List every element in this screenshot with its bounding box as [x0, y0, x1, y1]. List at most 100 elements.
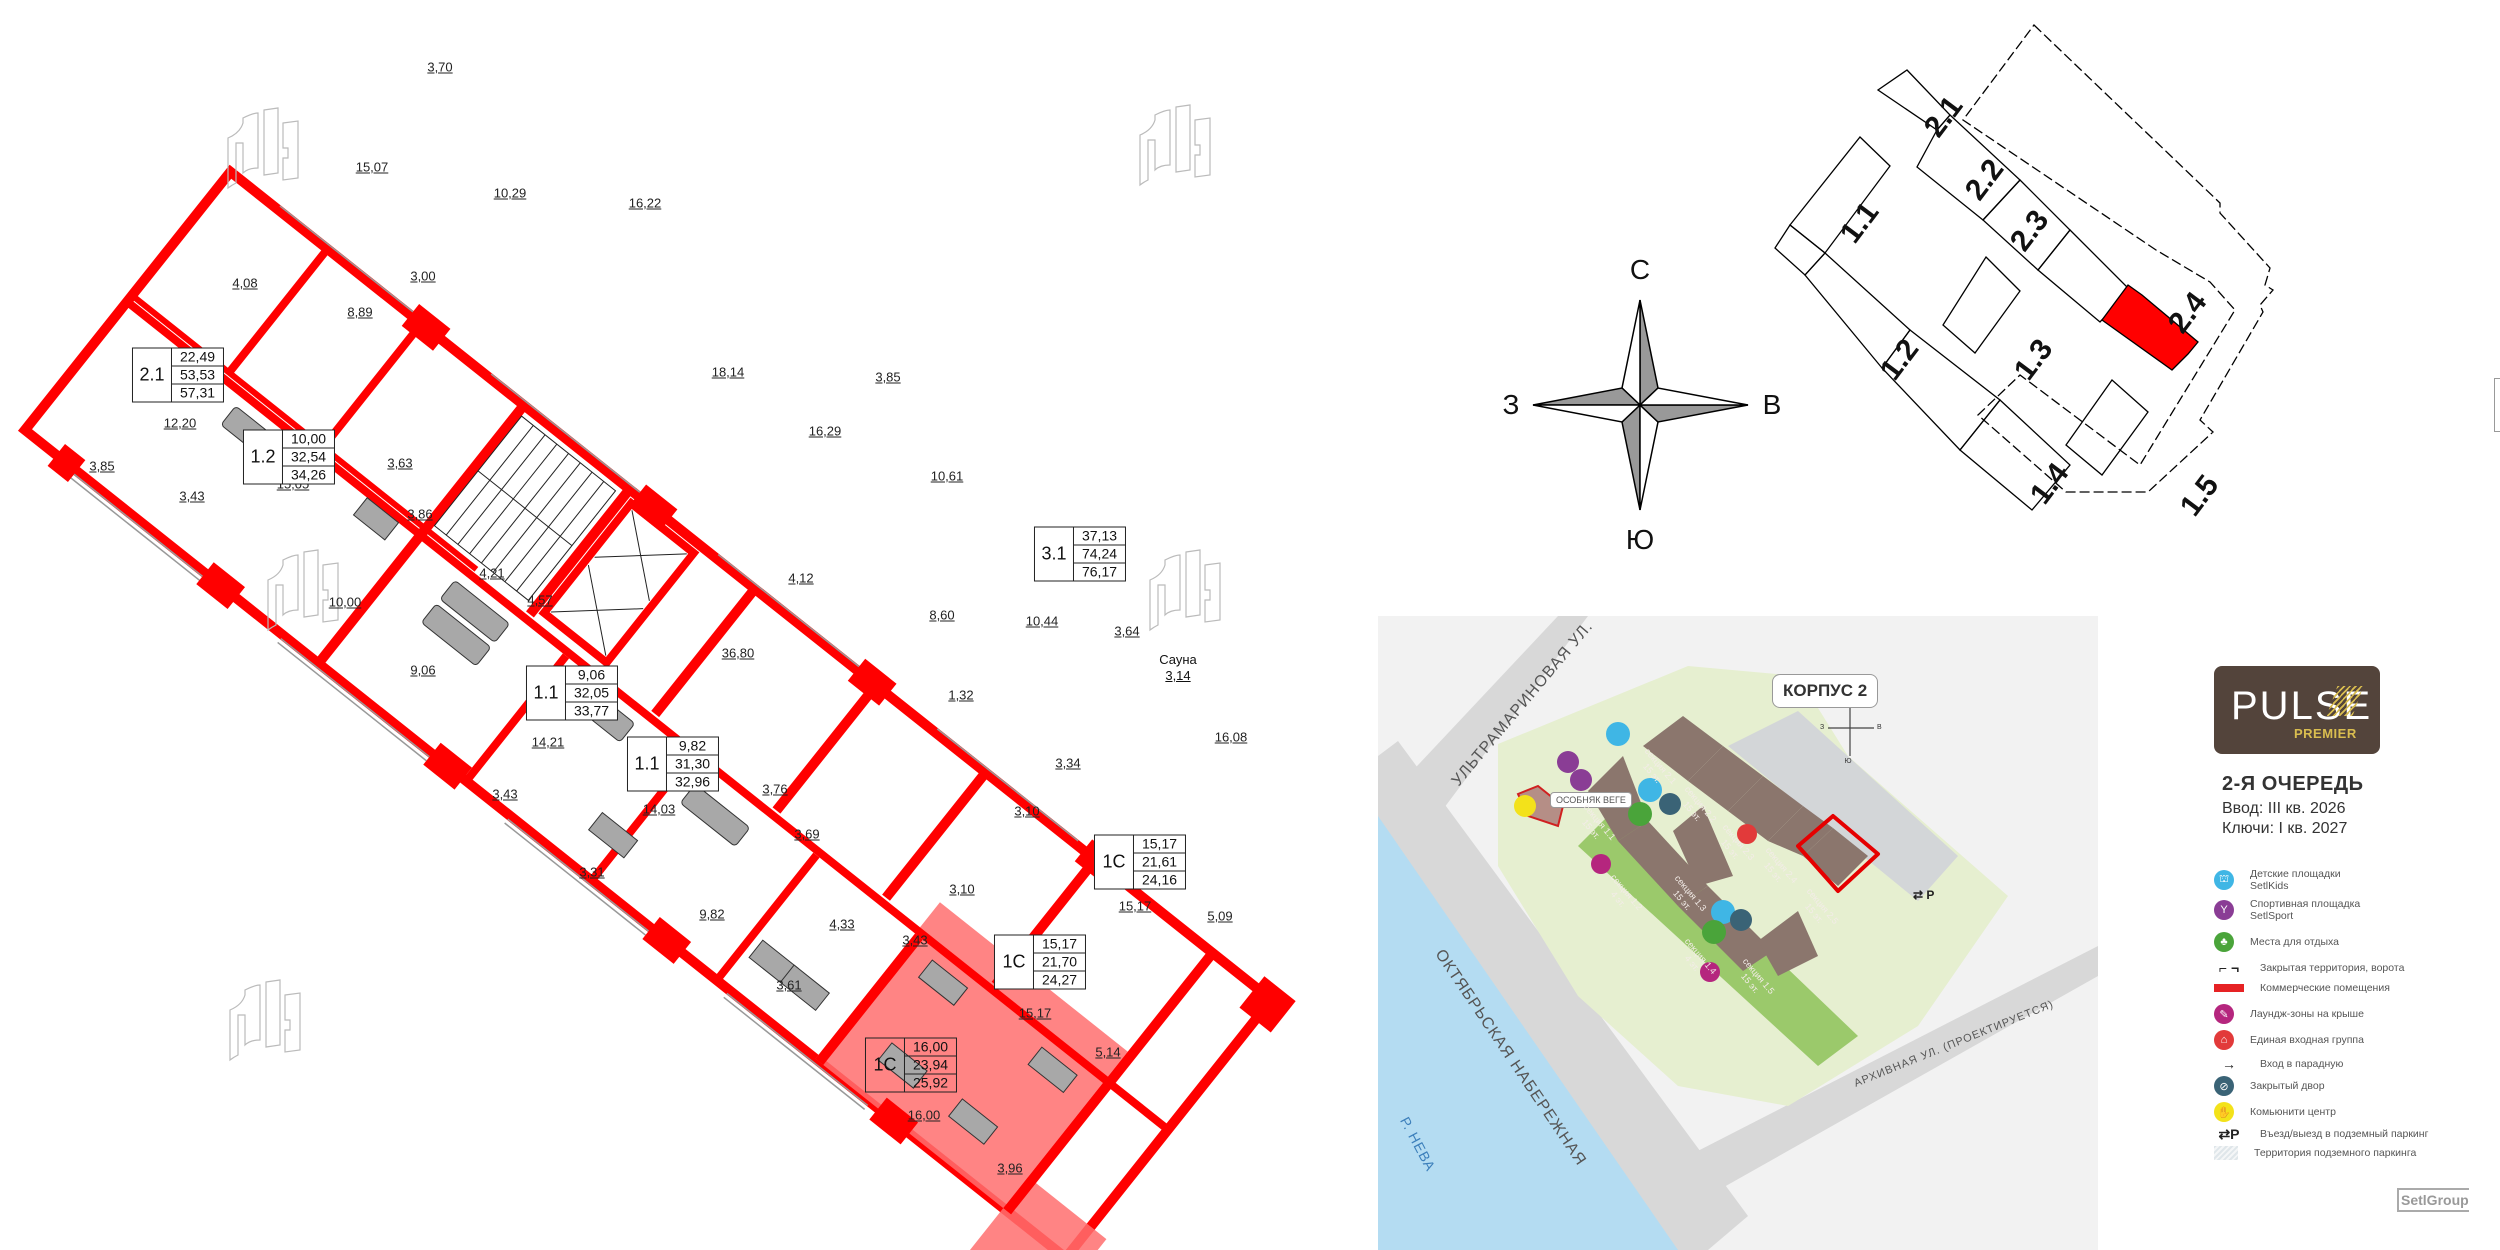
- room-area-label: 3,76: [762, 781, 788, 797]
- room-area-label: 10,29: [493, 185, 527, 201]
- brand-sub: PREMIER: [2294, 726, 2357, 741]
- legend-label: Вход в парадную: [2260, 1058, 2343, 1070]
- legend-item: ✋Комьюнити центр: [2214, 1102, 2336, 1122]
- room-area-label: 4,57: [527, 592, 553, 608]
- room-area-label: 3,43: [492, 786, 518, 802]
- legend-item: ✎Лаундж-зоны на крыше: [2214, 1004, 2364, 1024]
- legend-label: Территория подземного паркинга: [2254, 1147, 2416, 1159]
- area-with-balcony: 34,26: [282, 465, 335, 484]
- total-area: 74,24: [1073, 544, 1126, 563]
- apartment-type: 1С: [995, 935, 1034, 989]
- legend-label-line1: Лаундж-зоны на крыше: [2250, 1008, 2364, 1020]
- room-area-label: 3,43: [179, 488, 205, 504]
- gate-icon: ⌐ ¬: [2218, 960, 2240, 976]
- legend-label-line1: Детские площадки: [2250, 868, 2341, 880]
- room-area-label: 8,60: [929, 607, 955, 623]
- legend-label-line1: Территория подземного паркинга: [2254, 1147, 2417, 1159]
- room-area-label: 15,17: [1118, 898, 1152, 914]
- room-area-label: 16,29: [808, 423, 842, 439]
- closed-yard-icon: ⊘: [2214, 1076, 2234, 1096]
- mini-compass-west: З: [1820, 724, 1825, 731]
- legend-item: ⇄P Въезд/выезд в подземный паркинг: [2214, 1124, 2428, 1144]
- total-area: 21,70: [1033, 952, 1086, 971]
- total-area: 21,61: [1133, 852, 1186, 871]
- mini-compass-east: В: [1877, 724, 1882, 731]
- section-key-plan: [1770, 20, 2450, 620]
- legend-label: Закрытая территория, ворота: [2260, 962, 2404, 974]
- total-area: 32,54: [282, 447, 335, 466]
- entrance-group-icon: ⌂: [2214, 1030, 2234, 1050]
- legend-label-line2: SetlKids: [2250, 880, 2289, 892]
- room-area-label: 5,14: [1095, 1044, 1121, 1060]
- legend-label-line1: Спортивная площадка: [2250, 898, 2361, 910]
- room-area-label: 3,10: [1014, 803, 1040, 819]
- apartment-type: 1.1: [628, 737, 667, 791]
- room-area-label: 3,69: [794, 826, 820, 842]
- legend-label: Единая входная группа: [2250, 1034, 2364, 1046]
- sauna-name: Сауна: [1159, 652, 1197, 667]
- legend-label-line1: Закрытый двор: [2250, 1080, 2325, 1092]
- room-area-label: 1,32: [948, 687, 974, 703]
- developer-name: SetlGroup: [2401, 1192, 2469, 1208]
- legend-item: ⌐ ¬ Закрытая территория, ворота: [2214, 958, 2405, 978]
- site-plan-drawing: [1378, 616, 2098, 1250]
- room-area-label: 9,06: [410, 662, 436, 678]
- legend-label: Коммерческие помещения: [2260, 982, 2390, 994]
- pulse-premier-logo: PULSE PREMIER: [2214, 666, 2380, 754]
- room-area-label: 3,00: [410, 268, 436, 284]
- area-with-balcony: 25,92: [904, 1073, 957, 1092]
- apartment-type: 1С: [866, 1038, 905, 1092]
- rest-area-icon: ♣: [2214, 932, 2234, 952]
- sauna-area: 3,14: [1165, 668, 1191, 683]
- room-area-label: 3,31: [579, 864, 605, 880]
- entrance-arrow-icon: →: [2222, 1056, 2236, 1072]
- legend-item: ⌂ Единая входная группа: [2214, 1030, 2364, 1050]
- living-area: 15,17: [1041, 935, 1078, 952]
- living-area: 16,00: [912, 1038, 949, 1055]
- compass-star-icon: [1532, 299, 1749, 511]
- compass-rose: С Ю З В: [1500, 240, 1800, 570]
- room-area-label: 14,03: [642, 801, 676, 817]
- living-area: 22,49: [179, 348, 216, 365]
- keys-date: Ключи: I кв. 2027: [2222, 820, 2348, 837]
- room-area-label: 3,10: [949, 881, 975, 897]
- room-area-label: 36,80: [721, 645, 755, 661]
- apartment-type: 3.1: [1035, 527, 1074, 581]
- room-area-label: 3,43: [902, 932, 928, 948]
- room-area-label: 3,63: [387, 455, 413, 471]
- room-area-label: 3,85: [89, 458, 115, 474]
- legend-label-line1: Единая входная группа: [2250, 1034, 2364, 1046]
- room-area-label: 12,20: [163, 415, 197, 431]
- room-area-label: 10,44: [1025, 613, 1059, 629]
- parking-entry-mark: ⇄ P: [1913, 888, 1935, 902]
- legend-label-line1: Комьюнити центр: [2250, 1106, 2336, 1118]
- living-area: 10,00: [290, 430, 327, 447]
- underground-parking-icon: [2214, 1146, 2238, 1160]
- legend-label-line1: Вход в парадную: [2260, 1058, 2344, 1070]
- legend-label: Въезд/выезд в подземный паркинг: [2260, 1128, 2428, 1140]
- room-area-label: 3,64: [1114, 623, 1140, 639]
- key-plan-outline: [1774, 24, 2274, 511]
- parking-entry-icon: ⇄P: [2218, 1125, 2240, 1142]
- legend-label: Места для отдыха: [2250, 936, 2339, 948]
- section-2.5-highlight: [2101, 284, 2199, 371]
- legend-label: Лаундж-зоны на крыше: [2250, 1008, 2364, 1020]
- setl-group-logo: SetlGroup: [2397, 1188, 2469, 1212]
- area-with-balcony: 33,77: [565, 701, 618, 720]
- legend-label-line1: Коммерческие помещения: [2260, 982, 2390, 994]
- legend-label: Закрытый двор: [2250, 1080, 2325, 1092]
- room-area-label: 16,22: [628, 195, 662, 211]
- compass-north-label: С: [1629, 254, 1651, 285]
